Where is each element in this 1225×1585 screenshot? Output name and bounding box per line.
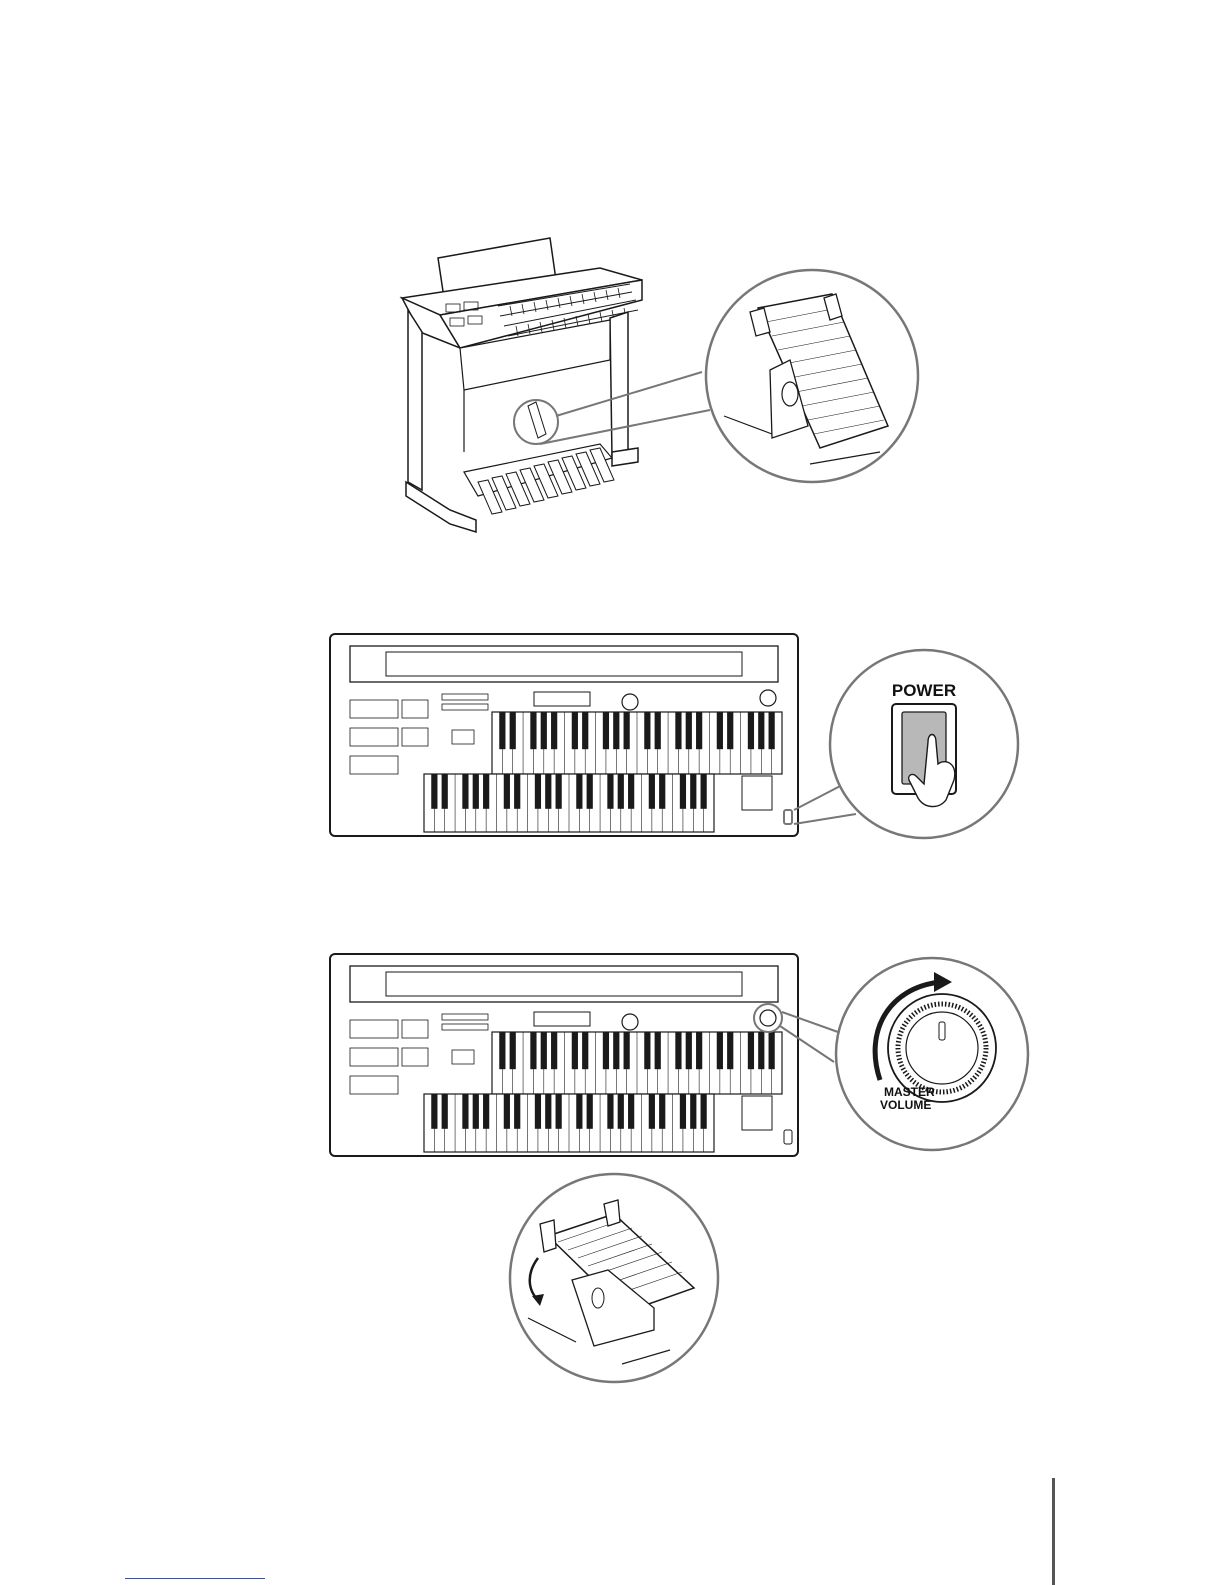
black-key xyxy=(582,1032,588,1069)
black-key xyxy=(462,774,468,809)
black-key xyxy=(717,1032,723,1069)
organ-top-view-power: POWER xyxy=(328,632,1028,840)
black-key xyxy=(675,712,681,749)
black-key xyxy=(696,712,702,749)
black-key xyxy=(769,712,775,749)
black-key xyxy=(680,1094,686,1129)
black-key xyxy=(607,1094,613,1129)
black-key xyxy=(613,1032,619,1069)
black-key xyxy=(675,1032,681,1069)
black-key xyxy=(504,774,510,809)
black-key xyxy=(576,1094,582,1129)
black-key xyxy=(624,1032,630,1069)
black-key xyxy=(644,1032,650,1069)
black-key xyxy=(576,774,582,809)
black-key xyxy=(603,1032,609,1069)
black-key xyxy=(613,712,619,749)
black-key xyxy=(510,712,516,749)
black-key xyxy=(686,1032,692,1069)
black-key xyxy=(727,1032,733,1069)
black-key xyxy=(431,1094,437,1129)
black-key xyxy=(545,774,551,809)
black-key xyxy=(690,774,696,809)
black-key xyxy=(649,1094,655,1129)
black-key xyxy=(442,774,448,809)
black-key xyxy=(618,774,624,809)
black-key xyxy=(628,774,634,809)
black-key xyxy=(607,774,613,809)
black-key xyxy=(748,712,754,749)
black-key xyxy=(551,712,557,749)
black-key xyxy=(514,774,520,809)
black-key xyxy=(696,1032,702,1069)
volume-label: VOLUME xyxy=(880,1098,931,1112)
black-key xyxy=(483,774,489,809)
black-key xyxy=(572,1032,578,1069)
black-key xyxy=(587,1094,593,1129)
black-key xyxy=(686,712,692,749)
black-key xyxy=(514,1094,520,1129)
black-key xyxy=(541,1032,547,1069)
black-key xyxy=(499,712,505,749)
page-edge-bar xyxy=(1052,1478,1055,1585)
black-key xyxy=(659,1094,665,1129)
black-key xyxy=(551,1032,557,1069)
master-label: MASTER xyxy=(884,1085,935,1099)
black-key xyxy=(628,1094,634,1129)
black-key xyxy=(717,712,723,749)
black-key xyxy=(769,1032,775,1069)
black-key xyxy=(587,774,593,809)
black-key xyxy=(701,774,707,809)
black-key xyxy=(499,1032,505,1069)
black-key xyxy=(510,1032,516,1069)
black-key xyxy=(473,774,479,809)
black-key xyxy=(545,1094,551,1129)
black-key xyxy=(473,1094,479,1129)
black-key xyxy=(727,712,733,749)
black-key xyxy=(603,712,609,749)
black-key xyxy=(556,1094,562,1129)
expression-pedal-illustration xyxy=(504,1170,724,1388)
power-label: POWER xyxy=(892,681,956,700)
black-key xyxy=(462,1094,468,1129)
organ-top-view-volume: MASTER VOLUME xyxy=(328,952,1038,1160)
black-key xyxy=(618,1094,624,1129)
black-key xyxy=(530,1032,536,1069)
black-key xyxy=(758,712,764,749)
black-key xyxy=(530,712,536,749)
black-key xyxy=(572,712,578,749)
black-key xyxy=(541,712,547,749)
black-key xyxy=(758,1032,764,1069)
black-key xyxy=(442,1094,448,1129)
black-key xyxy=(701,1094,707,1129)
black-key xyxy=(556,774,562,809)
black-key xyxy=(748,1032,754,1069)
black-key xyxy=(431,774,437,809)
footer-link-underline[interactable] xyxy=(125,1578,265,1579)
black-key xyxy=(659,774,665,809)
black-key xyxy=(655,1032,661,1069)
black-key xyxy=(644,712,650,749)
black-key xyxy=(690,1094,696,1129)
black-key xyxy=(535,774,541,809)
black-key xyxy=(680,774,686,809)
black-key xyxy=(624,712,630,749)
black-key xyxy=(504,1094,510,1129)
black-key xyxy=(535,1094,541,1129)
black-key xyxy=(649,774,655,809)
black-key xyxy=(655,712,661,749)
organ-illustration xyxy=(380,220,940,540)
black-key xyxy=(483,1094,489,1129)
black-key xyxy=(582,712,588,749)
